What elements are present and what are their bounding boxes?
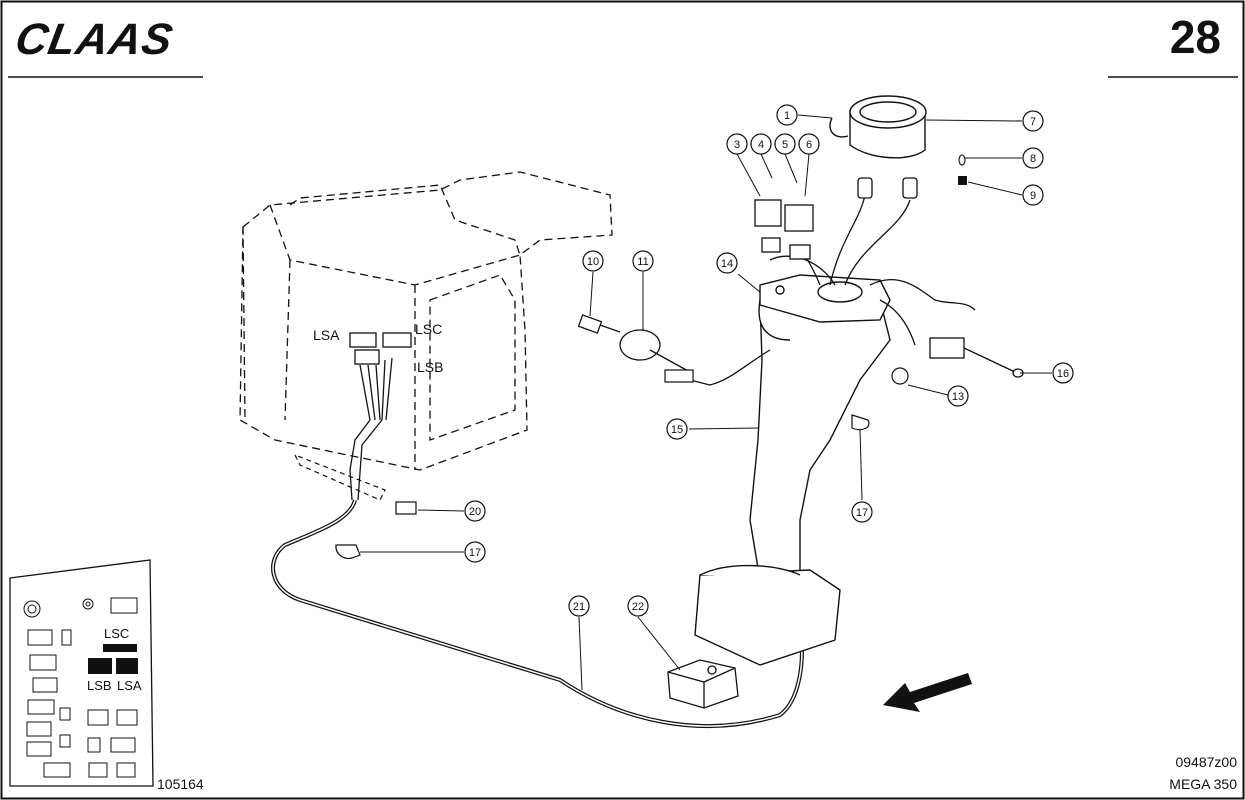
callout-16: 16: [1057, 368, 1069, 380]
callout-11: 11: [637, 256, 648, 268]
connector-label-lsb: LSB: [417, 359, 443, 375]
page-number: 28: [1169, 11, 1221, 63]
callout-15: 15: [671, 424, 683, 436]
bulb-sockets: [857, 177, 918, 199]
steering-column: [694, 299, 891, 666]
callout-5: 5: [782, 139, 788, 151]
callout-3: 3: [734, 139, 740, 151]
mounting-rail: [294, 454, 386, 501]
callout-8: 8: [1030, 153, 1036, 165]
bulb-holder: [958, 176, 967, 185]
cab-outline: [239, 171, 613, 471]
bulb: [958, 154, 966, 166]
nut-plate: [395, 501, 417, 515]
model-name: MEGA 350: [1169, 776, 1237, 792]
gauge-assembly: [829, 95, 927, 159]
callout-1: 1: [784, 110, 790, 122]
callout-6: 6: [806, 139, 812, 151]
cab-harness: [349, 332, 412, 501]
drawing-id: 09487z00: [1175, 754, 1237, 770]
callout-17: 17: [856, 507, 868, 519]
legend-lsc: LSC: [104, 626, 129, 641]
callout-circles: [464, 104, 1074, 617]
connector-label-lsc: LSC: [415, 321, 442, 337]
cable-clip-left: [335, 544, 361, 560]
legend-lsb: LSB: [87, 678, 112, 693]
ignition-switch: [577, 314, 691, 373]
blanking-plug: [891, 367, 909, 385]
callout-7: 7: [1030, 116, 1036, 128]
callout-10: 10: [587, 256, 599, 268]
fuse-panel-legend: [9, 559, 154, 787]
junction-box: [667, 659, 739, 709]
legend-lsa: LSA: [117, 678, 142, 693]
connector-label-lsa: LSA: [313, 327, 340, 343]
callout-13: 13: [952, 391, 964, 403]
callout-14: 14: [721, 258, 733, 270]
callout-21: 21: [573, 601, 585, 613]
callout-20: 20: [469, 506, 481, 518]
cable-clip-right: [851, 414, 870, 431]
lever-switch: [929, 337, 1024, 378]
dash-panel: [759, 274, 891, 323]
rocker-switches: [754, 199, 814, 260]
connector-plug: [664, 369, 694, 383]
callout-22: 22: [632, 601, 644, 613]
callout-9: 9: [1030, 190, 1036, 202]
callout-4: 4: [758, 139, 764, 151]
leader-lines: [360, 114, 1052, 691]
travel-direction-arrow: [883, 673, 972, 712]
reference-number: 105164: [157, 776, 204, 792]
callout-17: 17: [469, 547, 481, 559]
